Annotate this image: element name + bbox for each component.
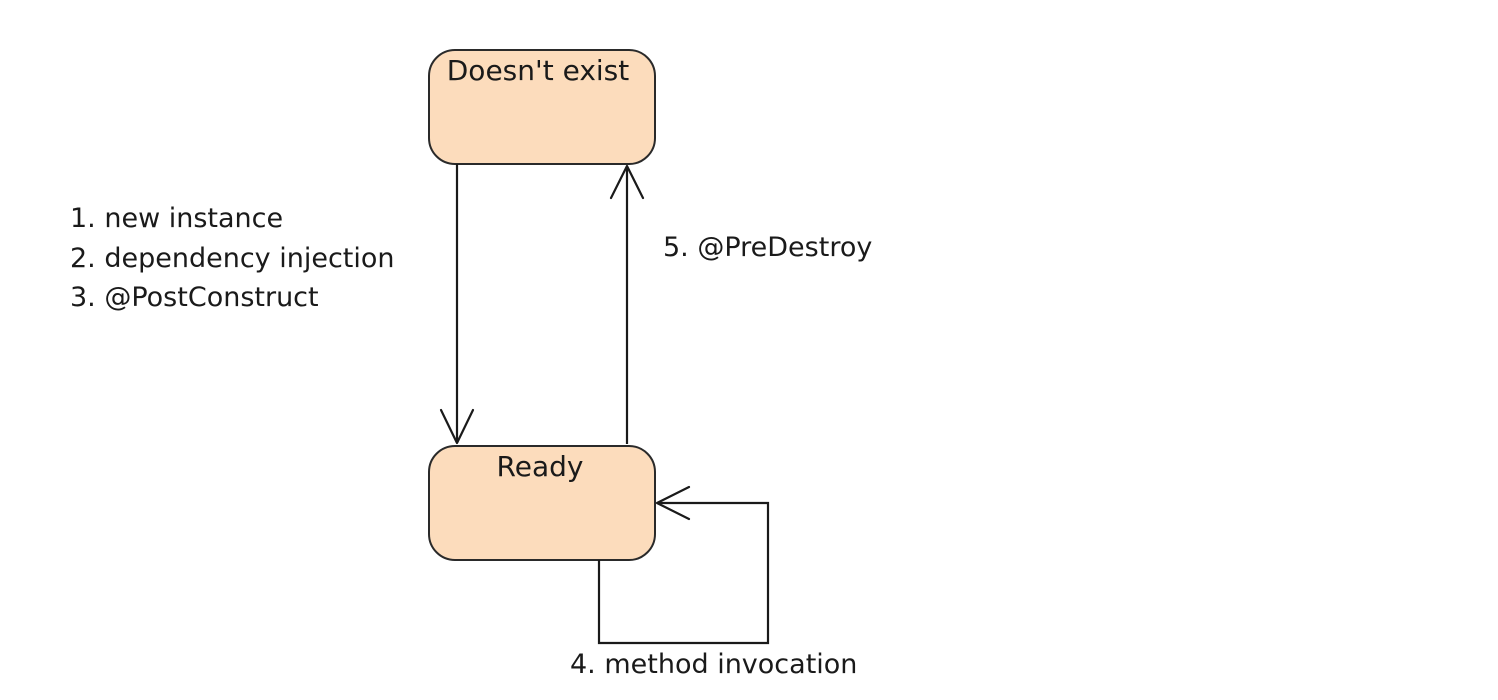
- state-doesnt-exist-label: Doesn't exist: [447, 54, 630, 87]
- state-doesnt-exist: Doesn't exist: [428, 49, 656, 165]
- transition-creation-arrowhead: [439, 408, 475, 445]
- state-doesnt-exist-box: [428, 49, 656, 165]
- transition-destruction-label: 5. @PreDestroy: [663, 232, 872, 263]
- creation-step-label: 2. dependency injection: [70, 243, 395, 274]
- transition-destruction: [609, 164, 645, 444]
- transition-creation: [439, 164, 475, 445]
- creation-step-label: 3. @PostConstruct: [70, 282, 319, 313]
- transition-method-invocation-line: [597, 501, 770, 645]
- transition-method-invocation-label: 4. method invocation: [570, 649, 857, 680]
- transition-destruction-arrowhead: [609, 164, 645, 200]
- transition-method-invocation-arrowhead: [655, 485, 691, 521]
- state-ready: Ready: [428, 445, 656, 561]
- transition-creation-steps: 1. new instance 2. dependency injection …: [70, 203, 395, 313]
- state-ready-label: Ready: [497, 450, 584, 483]
- transition-method-invocation: [597, 485, 770, 645]
- state-ready-box: [428, 445, 656, 561]
- creation-step-label: 1. new instance: [70, 203, 283, 234]
